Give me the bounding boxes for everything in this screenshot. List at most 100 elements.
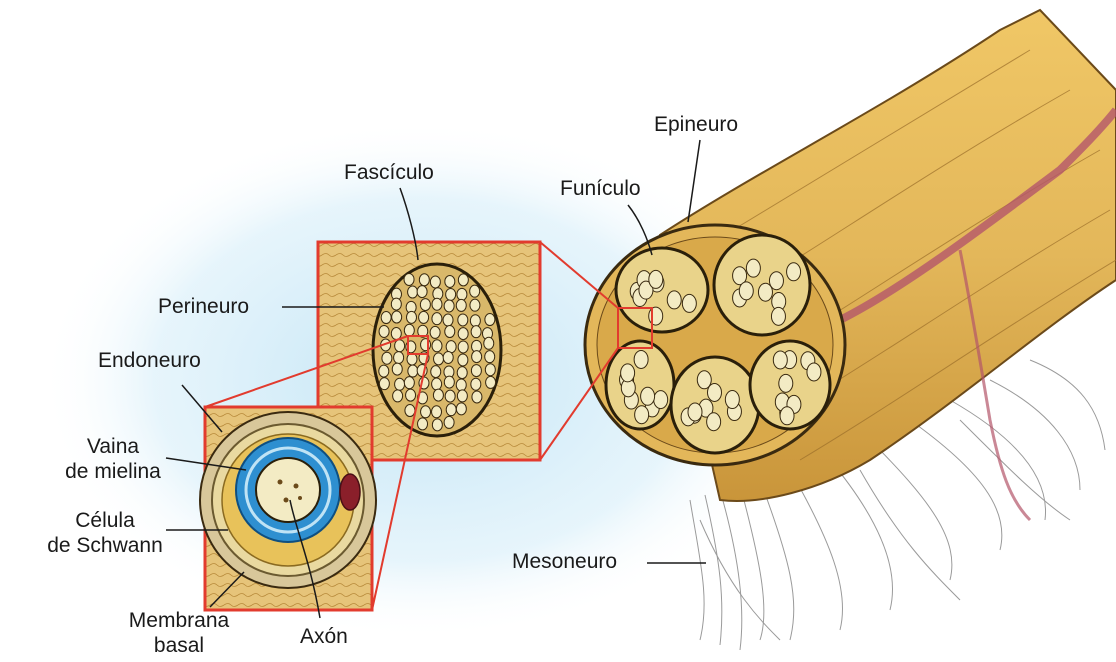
fasciculo-fiber [382,352,392,364]
fasciculo-fiber [471,365,481,377]
fasciculo-fiber [405,405,415,417]
fasciculo-fiber [432,298,442,310]
fasciculo-fiber [393,390,403,402]
fasciculo-fiber [456,403,466,415]
label-vaina-de-mielina: Vaina de mielina [58,434,168,484]
fasciculo-fiber [430,276,440,288]
fasciculo-fiber [485,364,495,376]
fasciculo-fiber [443,351,453,363]
fasciculo-fiber [445,275,455,287]
nerve-fiber [780,407,794,425]
axon-dot [298,496,302,500]
fasciculo-fiber [406,311,416,323]
nerve-fiber [649,270,663,288]
fasciculo-fiber [430,326,440,338]
label-celula-de-schwann: Célula de Schwann [42,508,168,558]
fasciculo-fiber [379,325,389,337]
fasciculo-fiber [486,376,496,388]
label-mesoneuro: Mesoneuro [512,549,617,574]
fasciculo-fiber [458,354,468,366]
nerve-fiber [773,351,787,369]
label-axon: Axón [300,624,348,649]
nerve-fiber [725,391,739,409]
fasciculo-fiber [472,391,482,403]
fasciculo-fiber [433,389,443,401]
fasciculo-fiber [456,299,466,311]
nerve-fiber [654,391,668,409]
fasciculo-fiber [395,378,405,390]
axon-dot [294,484,299,489]
fasciculo-fiber [444,416,454,428]
nerve-fiber [688,403,702,421]
fasciculo-fiber [408,365,418,377]
fasciculo-fiber [471,326,481,338]
fasciculo-fiber [470,315,480,327]
label-membrana-basal: Membrana basal [116,608,242,658]
fasciculo-fiber [485,351,495,363]
fasciculo-fiber [457,367,467,379]
fasciculo-fiber [443,314,453,326]
label-endoneuro: Endoneuro [98,348,201,373]
fasciculo-fiber [432,419,442,431]
fasciculo-fiber [394,352,404,364]
fasciculo-fiber [458,341,468,353]
nerve-fiber [779,374,793,392]
label-celula-line1: Célula [42,508,168,533]
nerve-fiber [682,294,696,312]
fasciculo-fiber [379,378,389,390]
fasciculo-fiber [471,378,481,390]
fasciculo-fiber [417,286,427,298]
fasciculo-fiber [418,418,428,430]
label-funiculo: Funículo [560,176,641,201]
fasciculo-fiber [404,324,414,336]
fasciculo-fiber [434,353,444,365]
fasciculo-fiber [404,377,414,389]
fasciculo-fiber [392,363,402,375]
nerve-fiber [771,307,785,325]
fasciculo-fiber [457,288,467,300]
nerve-fiber [649,307,663,325]
fasciculo-fiber [395,340,405,352]
fasciculo-fiber [444,376,454,388]
nerve-fiber [634,350,648,368]
nerve-fiber [707,383,721,401]
fasciculo-fiber [419,274,429,286]
fasciculo-fiber [484,337,494,349]
label-vaina-line1: Vaina [58,434,168,459]
fasciculo-fiber [406,389,416,401]
fasciculo-fiber [472,351,482,363]
label-membrana-line2: basal [116,633,242,658]
fasciculo-fiber [391,328,401,340]
label-celula-line2: de Schwann [42,533,168,558]
fasciculo-fiber [456,379,466,391]
label-vaina-line2: de mielina [58,459,168,484]
nerve-fiber [667,291,681,309]
axon [256,458,320,522]
fasciculo-fiber [458,314,468,326]
fasciculo-fiber [470,285,480,297]
fasciculo-fiber [470,299,480,311]
fasciculo-fiber [391,298,401,310]
nerve-fiber [746,259,760,277]
label-epineuro: Epineuro [654,112,738,137]
nerve-fiber [635,406,649,424]
fasciculo-fiber [446,404,456,416]
fasciculo-fiber [381,312,391,324]
label-perineuro: Perineuro [158,294,249,319]
fasciculo-fiber [457,390,467,402]
fasciculo-fiber [432,406,442,418]
axon-dot [284,498,289,503]
fasciculo-fiber [444,300,454,312]
fasciculo-fiber [432,313,442,325]
nerve-fiber [621,364,635,382]
nerve-fiber [769,272,783,290]
funiculo-section [671,357,759,453]
fasciculo-fiber [431,366,441,378]
fasciculo-fiber [419,311,429,323]
fasciculo-fiber [485,314,495,326]
nerve-fiber [641,387,655,405]
fasciculo-fiber [446,288,456,300]
fasciculo-fiber [421,339,431,351]
fasciculo-fiber [408,286,418,298]
